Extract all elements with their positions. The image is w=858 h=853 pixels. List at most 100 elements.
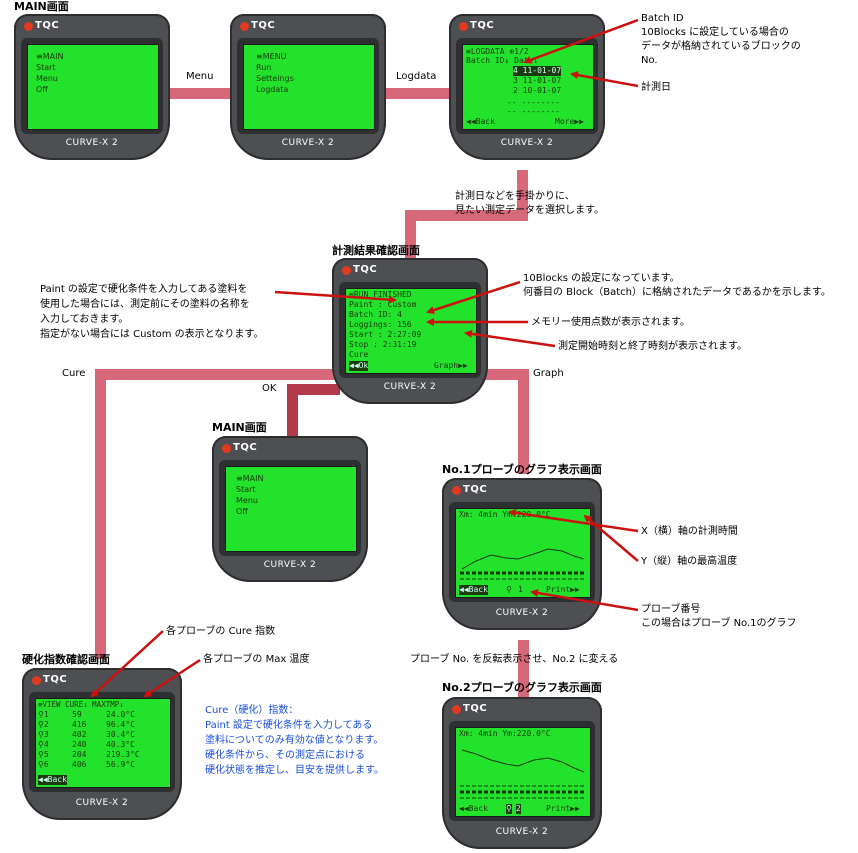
logdata-row-selected[interactable]: 4 11-01-07: [513, 66, 562, 76]
cure-value: 204: [72, 750, 87, 759]
cure-value: 416: [72, 720, 87, 729]
table-row: ⚲2: [38, 720, 49, 729]
logdata-row[interactable]: 2 10-01-07: [513, 86, 562, 95]
model-label: CURVE-X 2: [383, 382, 437, 392]
device-cure: TQC ≡VIEW CURE↓ MAXTMP↓ ⚲1 59 24.0°C ⚲2 …: [22, 668, 182, 820]
temperature-curve: [460, 749, 586, 799]
edge-label-logdata: Logdata: [396, 71, 437, 82]
probe-number[interactable]: 1: [518, 585, 523, 594]
menu-item-main: ≡MAIN: [236, 474, 264, 483]
max-temp: 219.3°C: [106, 750, 140, 759]
menu-item-menu[interactable]: Menu: [236, 496, 258, 505]
tqc-logo: TQC: [342, 264, 390, 278]
edge-label-graph: Graph: [533, 368, 564, 379]
annotation-paint-2: 使用した場合には、測定前にその塗料の名称を: [40, 299, 250, 310]
model-label: CURVE-X 2: [495, 608, 549, 618]
device-main2: TQC ≡MAIN Start Menu Off CURVE-X 2: [212, 436, 368, 582]
max-temp: 56.9°C: [106, 760, 135, 769]
connector-ok-h: [287, 384, 340, 395]
probe-icon: ⚲: [506, 585, 512, 594]
model-label: CURVE-X 2: [65, 138, 119, 148]
arrow-times: [464, 329, 556, 348]
menu-item-settings[interactable]: Setteings: [256, 74, 294, 83]
device-logdata: TQC ≡LOGDATA ⊕1/2 Batch ID↓ Date↓ 4 11-0…: [449, 14, 605, 160]
cure-note-2: Paint 設定で硬化条件を入力してある: [205, 720, 373, 731]
arrow-date: [570, 71, 639, 88]
device-graph2: TQC Xm: 4min Ym:220.0°C ◀◀Back ⚲ 2 Print…: [442, 697, 602, 849]
table-row: ⚲5: [38, 750, 49, 759]
model-label: CURVE-X 2: [500, 138, 554, 148]
back-softkey[interactable]: ◀◀Back: [459, 804, 488, 813]
screen-logdata: ≡LOGDATA ⊕1/2 Batch ID↓ Date↓ 4 11-01-07…: [462, 44, 594, 130]
table-row: ⚲4: [38, 740, 49, 749]
connector-graph1-graph2: [518, 640, 529, 700]
cure-note-5: 硬化状態を推定し、目安を提供します。: [205, 765, 384, 776]
back-softkey[interactable]: ◀◀Back: [466, 117, 495, 126]
connector-menu-logdata: [385, 88, 453, 99]
cure-header: ≡VIEW CURE↓ MAXTMP↓: [38, 700, 124, 709]
cure-value: 240: [72, 740, 87, 749]
cure-note-1: Cure（硬化）指数：: [205, 705, 299, 716]
finished-paint: Paint : Custom: [349, 300, 417, 309]
edge-label-cure: Cure: [62, 368, 86, 379]
print-softkey[interactable]: Print▶▶: [546, 585, 580, 594]
arrow-x-axis: [508, 508, 639, 533]
tqc-logo: TQC: [24, 20, 72, 34]
temperature-curve: [460, 548, 586, 580]
graph-softkey[interactable]: Graph▶▶: [434, 361, 468, 370]
ok-softkey[interactable]: ◀◀Ok: [349, 361, 369, 371]
graph-header: Xm: 4min Ym:220.0°C: [459, 510, 551, 519]
cure-value: 59: [72, 710, 82, 719]
finished-cure[interactable]: Cure: [349, 350, 369, 359]
annotation-max-temp: 各プローブの Max 温度: [203, 654, 310, 665]
table-row: ⚲6: [38, 760, 49, 769]
menu-item-off[interactable]: Off: [236, 507, 248, 516]
screen-main1: ≡MAIN Start Menu Off: [27, 44, 159, 130]
graph-header: Xm: 4min Ym:220.0°C: [459, 729, 551, 738]
model-label: CURVE-X 2: [263, 560, 317, 570]
logdata-columns: Batch ID↓ Date↓: [466, 56, 539, 65]
tqc-logo: TQC: [452, 484, 500, 498]
edge-label-select-1: 計測日などを手掛かりに、: [455, 191, 575, 202]
logdata-row[interactable]: 3 11-01-07: [513, 76, 562, 85]
max-temp: 40.3°C: [106, 740, 135, 749]
annotation-batch-id-1: Batch ID: [641, 13, 684, 24]
edge-label-menu: Menu: [186, 71, 214, 82]
edge-label-probe: プローブ No. を反転表示させ、No.2 に変える: [410, 654, 619, 665]
menu-item-start[interactable]: Start: [36, 63, 56, 72]
annotation-batch-id-3: データが格納されているブロックの: [641, 41, 801, 52]
annotation-batch-id-4: No.: [641, 55, 658, 66]
annotation-times: 測定開始時刻と終了時刻が表示されます。: [558, 341, 747, 352]
menu-item-menu[interactable]: Menu: [36, 74, 58, 83]
cure-note-3: 塗料についてのみ有効な値となります。: [205, 735, 384, 746]
screen-cure: ≡VIEW CURE↓ MAXTMP↓ ⚲1 59 24.0°C ⚲2 416 …: [35, 698, 171, 788]
menu-item-run[interactable]: Run: [256, 63, 272, 72]
model-label: CURVE-X 2: [495, 827, 549, 837]
connector-cure-h: [95, 369, 340, 380]
menu-item-logdata[interactable]: Logdata: [256, 85, 289, 94]
menu-item-off[interactable]: Off: [36, 85, 48, 94]
connector-graph-v: [518, 369, 529, 474]
table-row: ⚲1: [38, 710, 49, 719]
max-temp: 96.4°C: [106, 720, 135, 729]
tqc-logo: TQC: [32, 674, 80, 688]
title-result: 計測結果確認画面: [332, 244, 420, 257]
model-label: CURVE-X 2: [75, 798, 129, 808]
menu-title: ≡MENU: [256, 52, 287, 61]
screen-graph1: Xm: 4min Ym:220.0°C ◀◀Back ⚲ 1 Print▶▶: [455, 508, 591, 598]
annotation-probe-2: この場合はプローブ No.1のグラフ: [641, 618, 797, 629]
more-softkey[interactable]: More▶▶: [555, 117, 584, 126]
back-softkey[interactable]: ◀◀Back: [38, 775, 67, 785]
logdata-header: ≡LOGDATA ⊕1/2: [466, 47, 529, 56]
arrow-blocks: [426, 280, 521, 314]
tqc-logo: TQC: [240, 20, 288, 34]
arrow-max-temp: [143, 658, 201, 698]
finished-loggings: Loggings: 156: [349, 320, 412, 329]
back-softkey[interactable]: ◀◀Back: [459, 585, 488, 595]
print-softkey[interactable]: Print▶▶: [546, 804, 580, 813]
annotation-cure-index: 各プローブの Cure 指数: [166, 626, 276, 637]
probe-number[interactable]: 2: [516, 804, 521, 814]
edge-label-select-2: 見たい測定データを選択します。: [455, 205, 604, 216]
menu-item-start[interactable]: Start: [236, 485, 256, 494]
menu-item-main: ≡MAIN: [36, 52, 64, 61]
